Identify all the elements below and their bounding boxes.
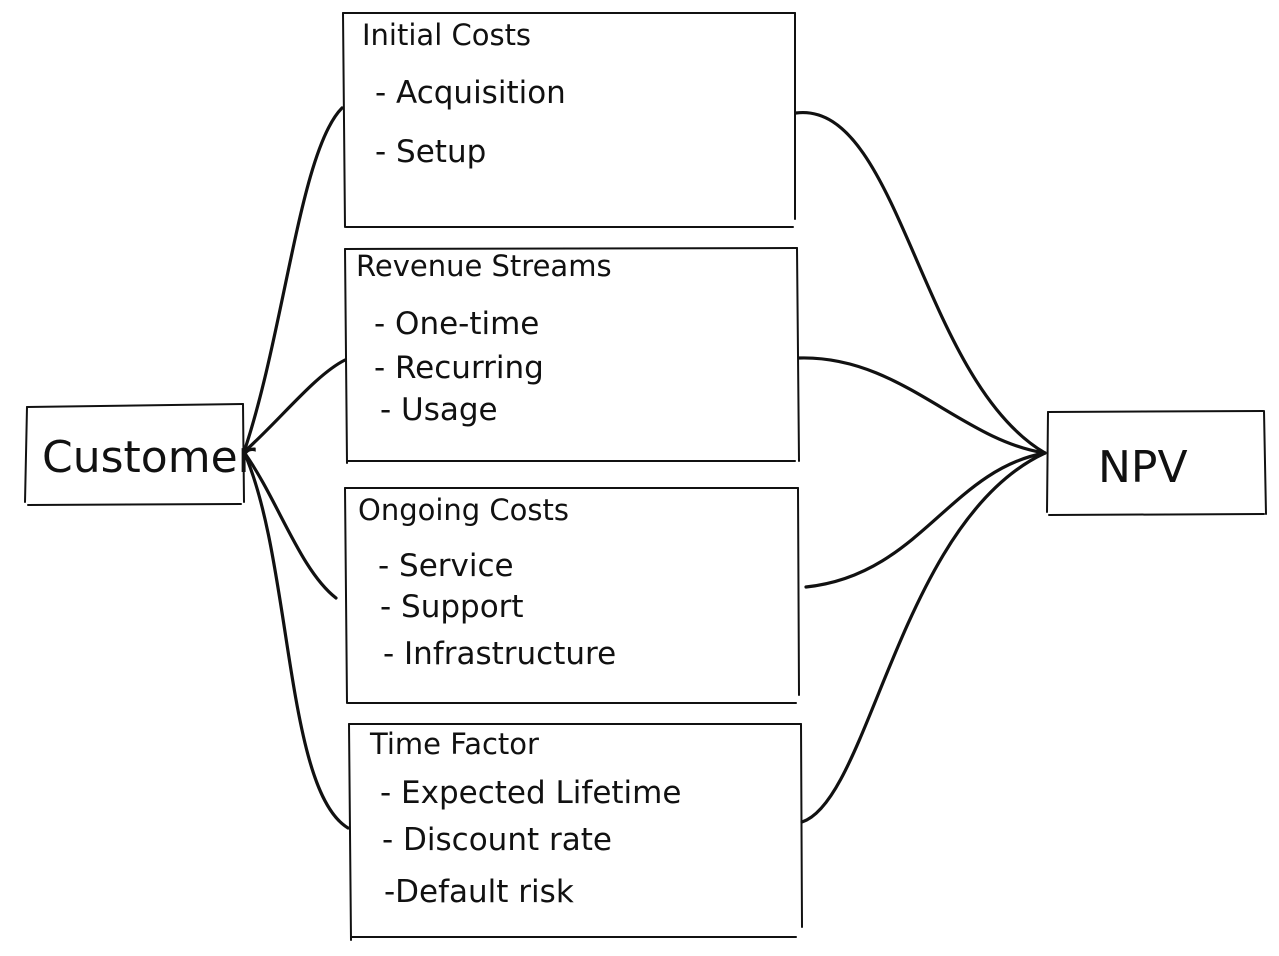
time-factor-item: - Expected Lifetime (380, 775, 681, 811)
time-factor-title: Time Factor (369, 727, 539, 761)
npv-label: NPV (1098, 442, 1188, 493)
time-factor-item: -Default risk (384, 874, 574, 910)
revenue-streams-item: - Usage (380, 392, 498, 428)
initial-costs-item: - Setup (375, 134, 486, 170)
customer-label: Customer (42, 432, 257, 483)
npv-node: NPV (1046, 410, 1267, 516)
time-factor-item: - Discount rate (382, 822, 612, 858)
time-factor-box: Time Factor - Expected Lifetime - Discou… (348, 723, 803, 941)
revenue-streams-item: - One-time (374, 306, 539, 342)
connector-initial-costs-npv (794, 111, 1047, 455)
connector-customer-ongoing-costs (242, 450, 338, 600)
ongoing-costs-title: Ongoing Costs (358, 493, 569, 527)
customer-node: Customer (24, 403, 257, 506)
initial-costs-title: Initial Costs (362, 18, 531, 52)
initial-costs-item: - Acquisition (375, 75, 566, 111)
ongoing-costs-item: - Infrastructure (383, 636, 616, 672)
connector-customer-initial-costs (242, 106, 344, 454)
ongoing-costs-item: - Service (378, 548, 514, 584)
connector-time-factor-npv (800, 451, 1047, 824)
connector-customer-revenue-streams (242, 358, 347, 454)
connector-customer-time-factor (242, 450, 350, 830)
revenue-streams-item: - Recurring (374, 350, 544, 386)
connector-ongoing-costs-npv (804, 451, 1047, 589)
connector-revenue-streams-npv (797, 356, 1047, 455)
revenue-streams-title: Revenue Streams (356, 249, 612, 283)
revenue-streams-box: Revenue Streams - One-time - Recurring -… (344, 247, 800, 464)
npv-connectors (794, 111, 1047, 824)
customer-connectors (242, 106, 350, 830)
initial-costs-box: Initial Costs - Acquisition - Setup (342, 12, 796, 228)
ongoing-costs-box: Ongoing Costs - Service - Support - Infr… (344, 487, 800, 704)
ongoing-costs-item: - Support (380, 589, 524, 625)
